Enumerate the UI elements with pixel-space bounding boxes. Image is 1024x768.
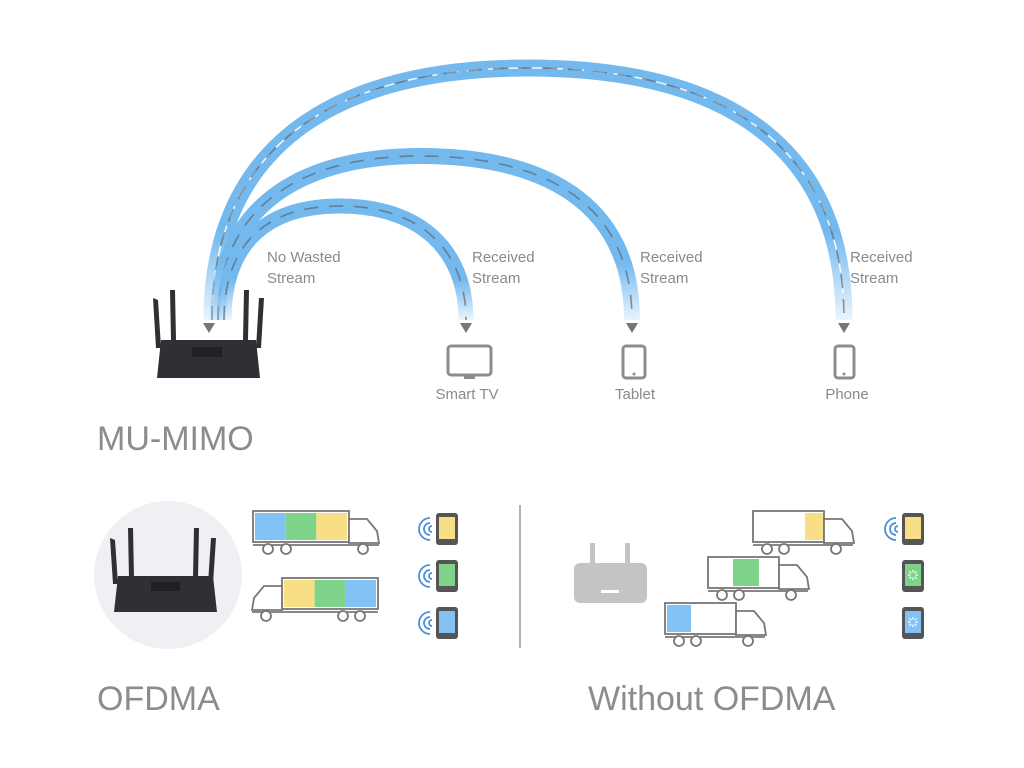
- wifi-wave: [423, 522, 431, 536]
- loading-tick: [909, 576, 912, 579]
- wheel: [690, 635, 702, 647]
- wifi-wave: [428, 619, 433, 627]
- cargo-block: [805, 513, 823, 540]
- cargo-block: [284, 580, 315, 607]
- device-icon: [418, 513, 458, 545]
- wifi-wave: [894, 525, 899, 533]
- wheel: [778, 543, 790, 555]
- wifi-wave: [884, 517, 897, 541]
- wheel: [761, 543, 773, 555]
- loading-tick: [909, 623, 912, 626]
- tv-icon: [446, 344, 493, 379]
- arrow-head: [838, 323, 850, 333]
- stream-arc-tv: [216, 198, 474, 321]
- wheel: [716, 589, 728, 601]
- wheel: [337, 610, 349, 622]
- truck: [250, 577, 379, 622]
- device-icon: [418, 560, 458, 592]
- wheel: [673, 635, 685, 647]
- device-icon: [418, 607, 458, 639]
- received-label-tv-2: Stream: [472, 270, 520, 287]
- arrow-head: [460, 323, 472, 333]
- wifi-wave: [418, 611, 431, 635]
- truck: [752, 510, 856, 555]
- loading-tick: [914, 576, 917, 579]
- device-label-tv: Smart TV: [435, 386, 498, 403]
- wheel: [354, 610, 366, 622]
- cargo-block: [316, 513, 347, 540]
- device-icon: [902, 560, 924, 592]
- wheel: [262, 543, 274, 555]
- device-screen: [905, 564, 921, 586]
- wifi-wave: [418, 564, 431, 588]
- received-label-phone-2: Stream: [850, 270, 898, 287]
- phone-icon: [833, 344, 856, 380]
- loading-tick: [914, 623, 917, 626]
- ofdma-trucks: [250, 510, 381, 622]
- received-label-tv-1: Received: [472, 249, 535, 266]
- wheel: [733, 589, 745, 601]
- cargo-block: [345, 580, 376, 607]
- cargo-block: [314, 580, 346, 607]
- stream-arc-tablet: [210, 147, 640, 321]
- loading-tick: [909, 571, 912, 574]
- wheel: [785, 589, 797, 601]
- device-screen: [905, 517, 921, 539]
- device-icon: [884, 513, 924, 545]
- loading-tick: [914, 571, 917, 574]
- device-screen: [905, 611, 921, 633]
- wifi-wave: [889, 522, 897, 536]
- device-screen: [439, 564, 455, 586]
- cargo-block: [255, 513, 286, 540]
- wheel: [357, 543, 369, 555]
- received-label-phone-1: Received: [850, 249, 913, 266]
- wheel: [742, 635, 754, 647]
- arrow-head: [626, 323, 638, 333]
- wifi-wave: [428, 572, 433, 580]
- router-icon: [110, 528, 217, 612]
- wifi-wave: [423, 569, 431, 583]
- device-icon: [902, 607, 924, 639]
- device-screen: [439, 517, 455, 539]
- no-wasted-label-2: Stream: [267, 270, 315, 287]
- device-label-tablet: Tablet: [615, 386, 656, 403]
- loading-tick: [914, 618, 917, 621]
- truck: [664, 602, 768, 647]
- wifi-wave: [418, 517, 431, 541]
- ofdma-devices: [418, 513, 458, 639]
- tablet-icon: [621, 344, 647, 380]
- truck: [707, 556, 811, 601]
- without-ofdma-trucks: [664, 510, 856, 647]
- truck: [252, 510, 381, 555]
- without-ofdma-devices: [884, 513, 924, 639]
- cargo-block: [733, 559, 759, 586]
- mu-mimo-title: MU-MIMO: [97, 420, 254, 458]
- device-screen: [439, 611, 455, 633]
- wheel: [260, 610, 272, 622]
- no-wasted-label-1: No Wasted: [267, 249, 341, 266]
- arrow-head: [203, 323, 215, 333]
- wifi-wave: [428, 525, 433, 533]
- router-icon: [574, 543, 647, 603]
- stream-arcs: [203, 59, 853, 333]
- received-label-tablet-1: Received: [640, 249, 703, 266]
- without-ofdma-title: Without OFDMA: [588, 680, 836, 718]
- cargo-block: [285, 513, 317, 540]
- device-label-phone: Phone: [825, 386, 868, 403]
- cargo-block: [667, 605, 691, 632]
- ofdma-title: OFDMA: [97, 680, 220, 718]
- wifi-wave: [423, 616, 431, 630]
- wheel: [280, 543, 292, 555]
- router-icon: [153, 290, 264, 378]
- wheel: [830, 543, 842, 555]
- stream-arc-phone: [203, 59, 853, 321]
- loading-tick: [909, 618, 912, 621]
- received-label-tablet-2: Stream: [640, 270, 688, 287]
